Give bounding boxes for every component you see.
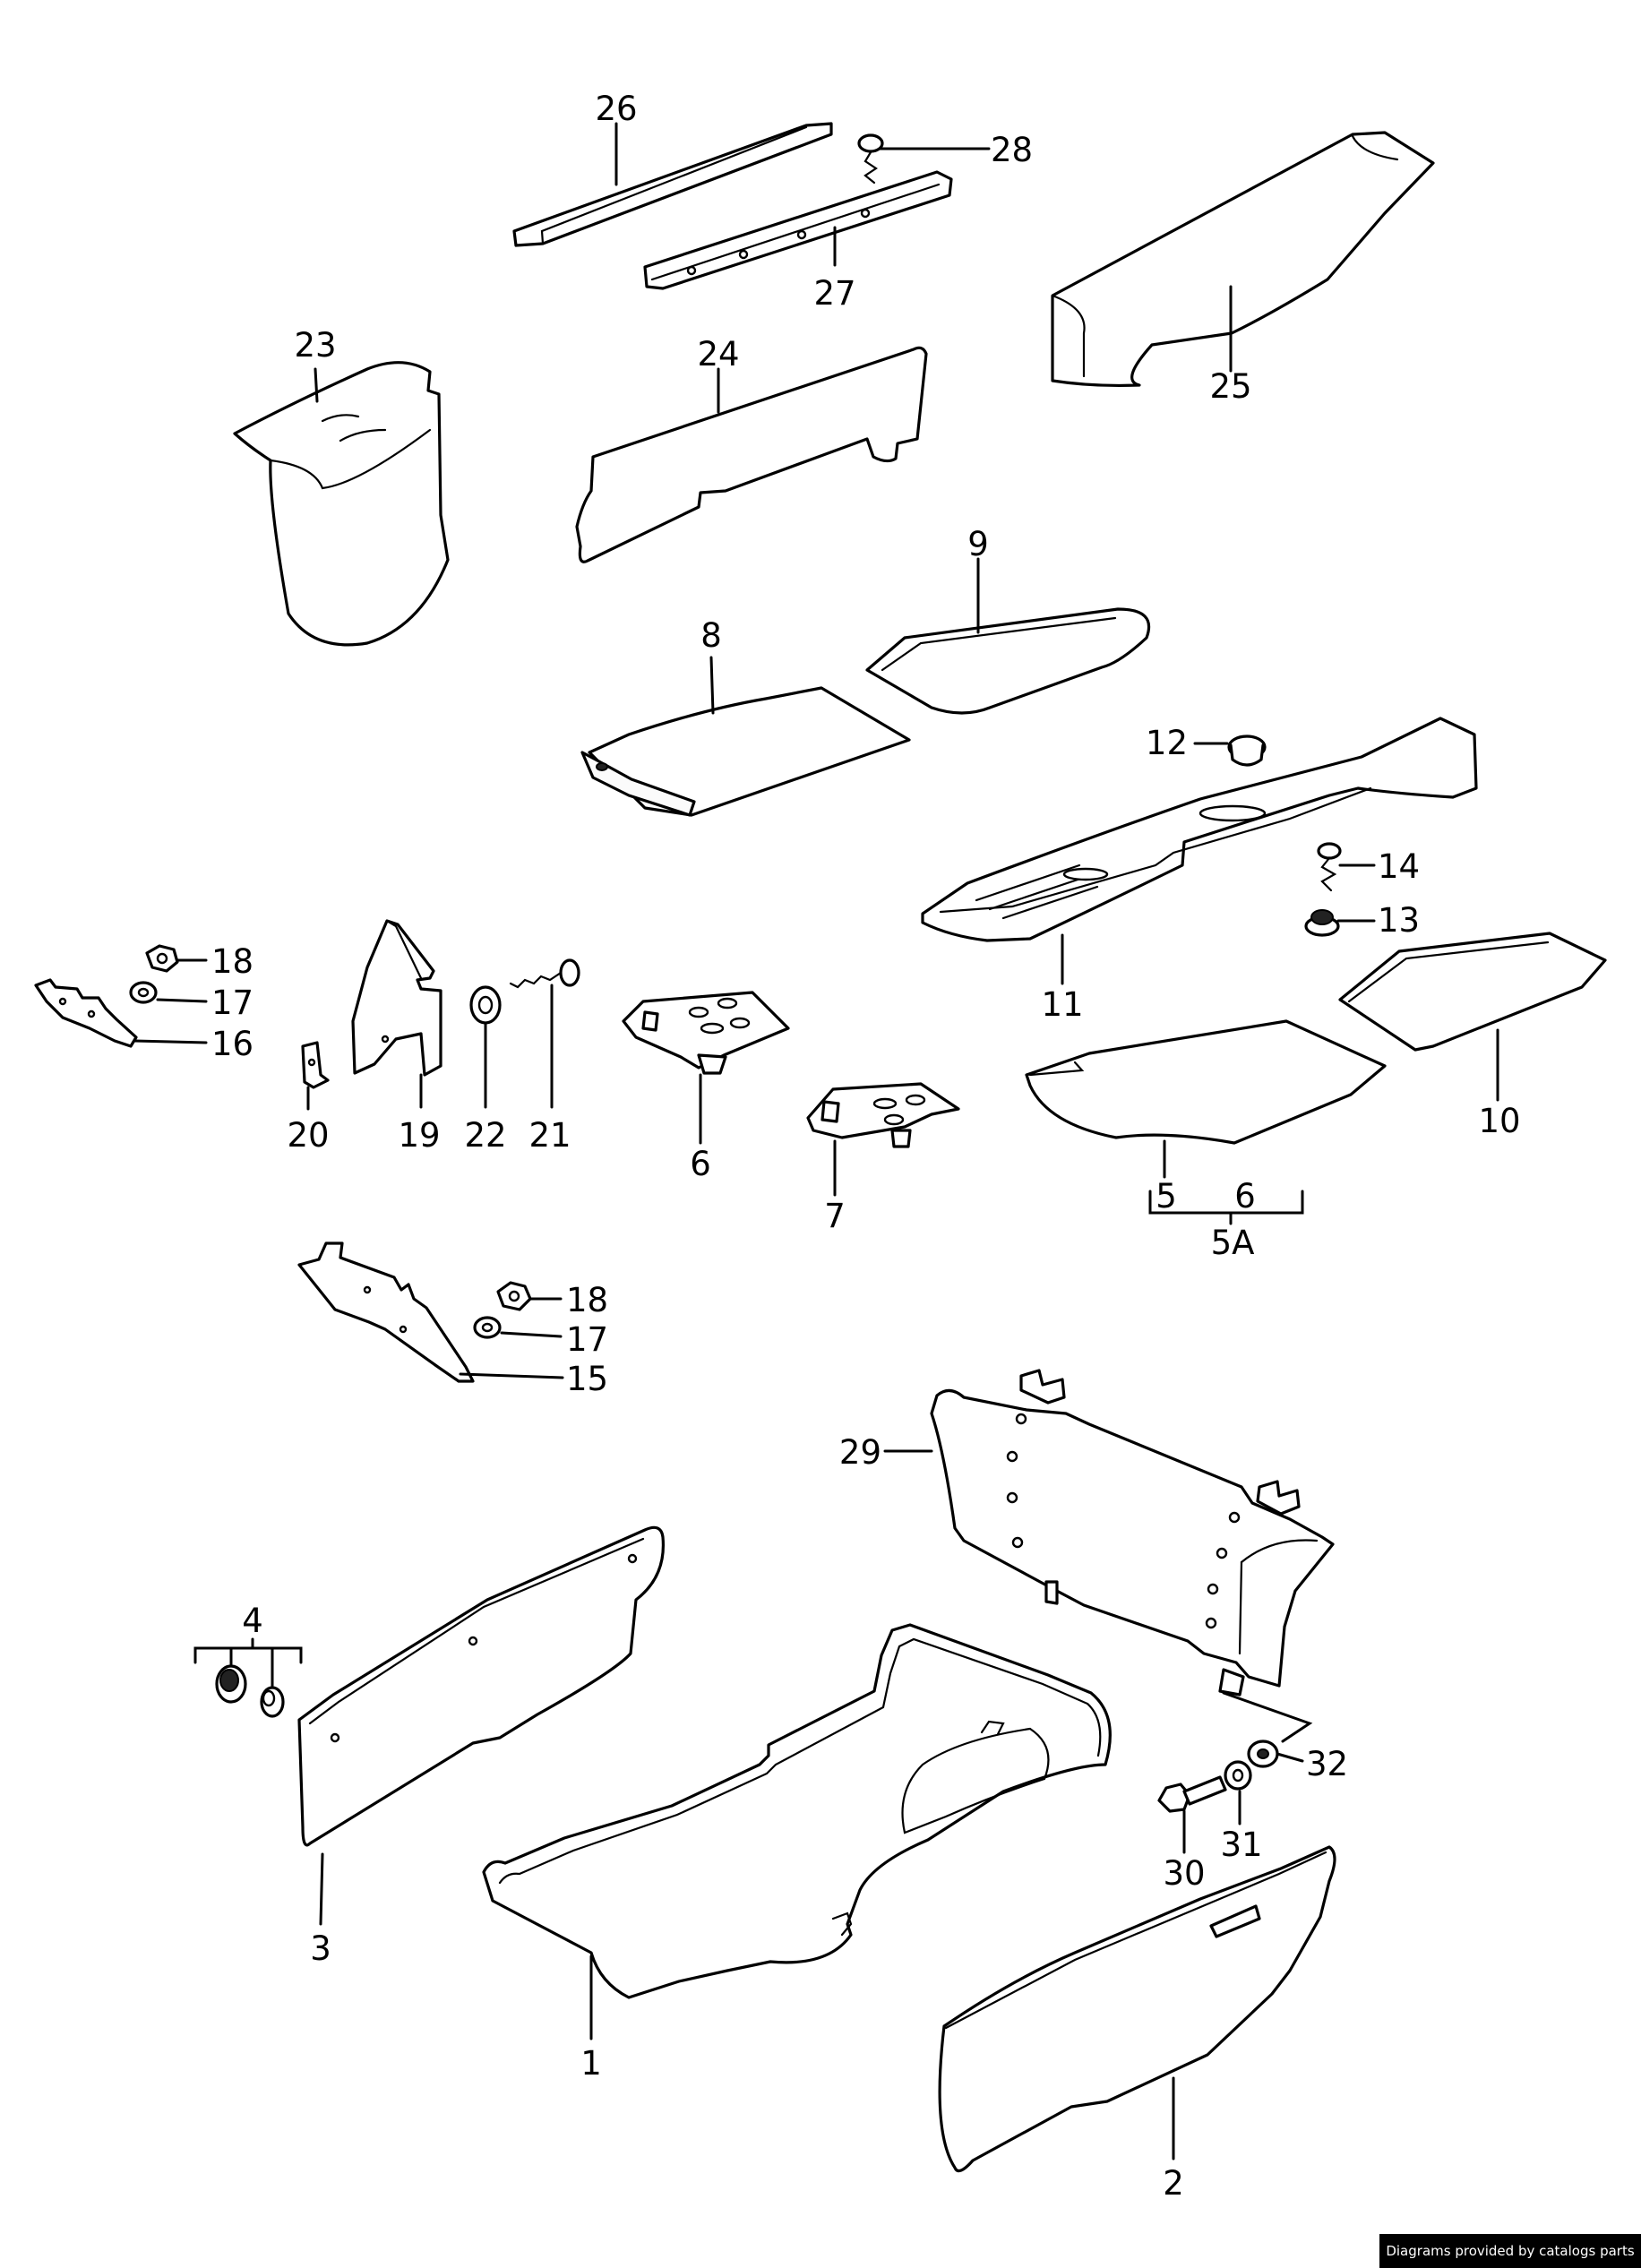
part-24-rear-panel[interactable] [575,346,928,563]
callout-1: 1 [580,2044,602,2083]
callout-labels: 26 28 27 25 23 24 9 8 12 14 13 11 10 5 6… [211,90,1521,2203]
part-3-side-panel[interactable] [297,1525,666,1847]
callout-18-lower: 18 [566,1281,608,1319]
leader-lines [133,122,1499,2161]
part-20-clip[interactable] [301,1041,330,1089]
callout-23: 23 [294,326,336,365]
callout-22: 22 [464,1116,506,1155]
callout-24: 24 [697,335,739,374]
part-9-floor-mat[interactable] [865,607,1151,715]
part-22-grommet[interactable] [469,985,502,1025]
part-31-spring-washer[interactable] [1224,1760,1252,1791]
part-10-floor-mat[interactable] [1338,932,1607,1052]
callout-19: 19 [398,1116,440,1155]
part-15-bracket[interactable] [297,1241,475,1383]
callout-32: 32 [1306,1745,1348,1783]
callout-27: 27 [813,274,855,313]
part-16-bracket[interactable] [34,978,138,1048]
part-1-floor-liner[interactable] [482,1623,1112,1999]
part-21-screw[interactable] [509,958,580,989]
part-6-bracket-plate[interactable] [622,991,790,1075]
callout-4: 4 [242,1602,263,1640]
part-32-washer[interactable] [1247,1740,1279,1768]
callout-21: 21 [528,1116,571,1155]
callout-17-upper: 17 [211,984,253,1022]
part-27-sill-strip[interactable] [643,170,953,290]
callout-6: 6 [690,1145,711,1183]
part-26-trim-strip[interactable] [512,122,833,247]
callout-28: 28 [991,131,1033,169]
part-12-cap[interactable] [1227,735,1267,767]
part-25-quarter-panel[interactable] [1051,131,1435,388]
callout-26: 26 [595,90,637,128]
part-17-washer-lower[interactable] [473,1316,502,1339]
callout-17-lower: 17 [566,1320,608,1359]
callout-9: 9 [967,525,989,563]
callout-20: 20 [287,1116,329,1155]
callout-5a: 5A [1211,1224,1255,1262]
part-23-side-trim-panel[interactable] [233,361,450,647]
callout-10: 10 [1478,1102,1520,1140]
part-5-floor-mat[interactable] [1025,1019,1387,1145]
diagram-credit-badge: Diagrams provided by catalogs parts [1379,2234,1641,2268]
callout-15: 15 [566,1360,608,1398]
callout-7: 7 [824,1197,846,1235]
callout-13: 13 [1378,901,1420,940]
callout-18-upper: 18 [211,942,253,981]
callout-3: 3 [310,1929,331,1968]
part-17-washer-upper[interactable] [129,981,158,1004]
callout-11: 11 [1041,985,1083,1024]
part-4-grommet-set[interactable] [215,1664,285,1718]
part-14-screw[interactable] [1317,842,1342,892]
part-29-bulkhead-panel[interactable] [930,1369,1335,1697]
part-28-clip[interactable] [857,133,884,185]
part-13-grommet[interactable] [1304,909,1340,937]
part-7-bracket-plate[interactable] [806,1082,960,1148]
callout-12: 12 [1146,724,1188,762]
callout-5: 5 [1156,1177,1177,1216]
part-11-console-trim[interactable] [921,717,1478,942]
callout-29: 29 [839,1433,881,1472]
callout-31: 31 [1220,1826,1262,1864]
callout-16: 16 [211,1025,253,1063]
callout-6-in-5a: 6 [1234,1177,1256,1216]
part-19-bracket[interactable] [351,919,442,1077]
callout-14: 14 [1378,847,1420,886]
callout-25: 25 [1209,367,1251,406]
part-30-bolt[interactable] [1157,1775,1227,1813]
part-18-nut-upper[interactable] [145,944,179,973]
callout-2: 2 [1163,2164,1184,2203]
part-18-nut-lower[interactable] [496,1281,532,1311]
part-8-floor-mat[interactable] [580,686,911,817]
callout-30: 30 [1163,1854,1205,1893]
part-2-side-panel[interactable] [938,1845,1336,2173]
callout-8: 8 [700,616,722,655]
